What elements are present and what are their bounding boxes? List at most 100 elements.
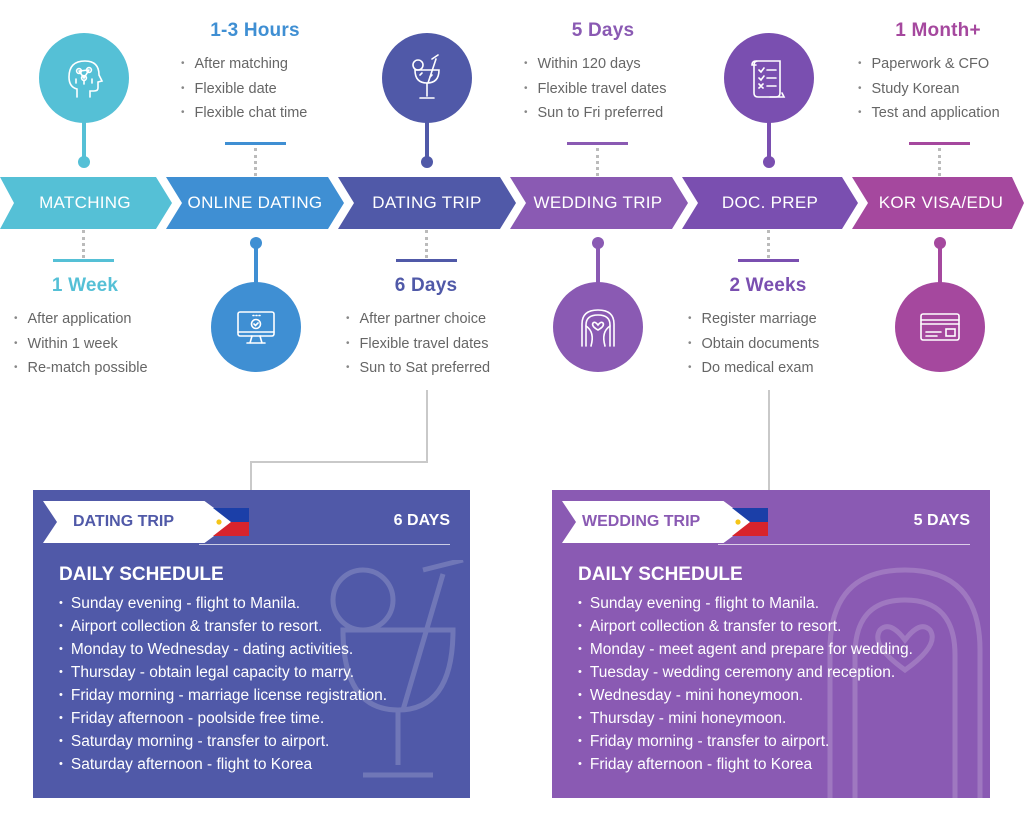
list-item: Wednesday - mini honeymoon. xyxy=(578,684,913,707)
list-item: Airport collection & transfer to resort. xyxy=(578,615,913,638)
wedding-trip-duration: 5 Days xyxy=(571,20,635,41)
list-item: After application xyxy=(14,307,170,332)
info-dating-trip: 6 Days After partner choice Flexible tra… xyxy=(340,275,512,381)
philippines-flag-icon xyxy=(732,508,768,536)
wedding-trip-tag: WEDDING TRIP xyxy=(562,501,752,543)
online-dating-duration: 1-3 Hours xyxy=(210,20,300,41)
dating-panel-connector-drop xyxy=(250,461,252,491)
wedding-trip-bullets: Within 120 days Flexible travel dates Su… xyxy=(518,52,688,126)
chevron-matching-shape xyxy=(0,177,172,229)
chevron-online-shape xyxy=(166,177,344,229)
matching-duration: 1 Week xyxy=(51,275,119,296)
checklist-document-icon xyxy=(751,60,786,98)
list-item: Flexible chat time xyxy=(181,101,335,126)
visa-edu-dotted-connector xyxy=(938,148,941,176)
matching-bullets: After application Within 1 week Re-match… xyxy=(0,307,170,381)
info-doc-prep: 2 Weeks Register marriage Obtain documen… xyxy=(682,275,854,381)
chevron-doc-shape xyxy=(682,177,858,229)
chevron-dating-trip-label: DATING TRIP xyxy=(372,193,482,212)
list-item: Paperwork & CFO xyxy=(858,52,1024,77)
dating-trip-panel: DATING TRIP 6 DAYS DAILY SCHEDULE Sunday… xyxy=(33,490,470,798)
info-online-dating: 1-3 Hours After matching Flexible date F… xyxy=(175,20,335,126)
id-card-icon xyxy=(920,313,960,341)
dating-trip-stem xyxy=(425,121,429,159)
doc-prep-stem xyxy=(767,121,771,159)
doc-prep-dot xyxy=(763,156,775,168)
chevron-online-dating-label: ONLINE DATING xyxy=(187,193,323,212)
list-item: Study Korean xyxy=(858,77,1024,102)
wedding-trip-dot xyxy=(592,237,604,249)
chevron-dating-trip: DATING TRIP xyxy=(352,177,502,229)
list-item: Test and application xyxy=(858,101,1024,126)
visa-edu-circle xyxy=(895,282,985,372)
dating-schedule-list: Sunday evening - flight to Manila. Airpo… xyxy=(59,592,387,776)
info-visa-edu: 1 Month+ Paperwork & CFO Study Korean Te… xyxy=(852,20,1024,126)
list-item: After matching xyxy=(181,52,335,77)
online-dating-stem xyxy=(254,244,258,284)
dating-trip-duration: 6 Days xyxy=(394,275,458,296)
list-item: Sunday evening - flight to Manila. xyxy=(59,592,387,615)
wedding-schedule-title: DAILY SCHEDULE xyxy=(578,564,743,585)
doc-prep-underline xyxy=(738,259,799,262)
list-item: Obtain documents xyxy=(688,332,854,357)
wedding-schedule-list: Sunday evening - flight to Manila. Airpo… xyxy=(578,592,913,776)
person-network-icon xyxy=(68,60,104,98)
dating-trip-days: 6 DAYS xyxy=(393,512,450,529)
online-dating-dot xyxy=(250,237,262,249)
list-item: Sun to Sat preferred xyxy=(346,356,512,381)
doc-prep-duration: 2 Weeks xyxy=(729,275,807,296)
list-item: Saturday afternoon - flight to Korea xyxy=(59,753,387,776)
online-dating-circle xyxy=(211,282,301,372)
doc-prep-bullets: Register marriage Obtain documents Do me… xyxy=(682,307,854,381)
dating-trip-circle xyxy=(382,33,472,123)
visa-edu-dot xyxy=(934,237,946,249)
process-chevron-bar xyxy=(0,177,1024,229)
wedding-trip-dotted-connector xyxy=(596,148,599,176)
list-item: Monday to Wednesday - dating activities. xyxy=(59,638,387,661)
list-item: Monday - meet agent and prepare for wedd… xyxy=(578,638,913,661)
dating-trip-underline xyxy=(396,259,457,262)
wedding-trip-stem xyxy=(596,244,600,284)
chevron-visa-edu-label: KOR VISA/EDU xyxy=(878,193,1004,212)
list-item: Flexible date xyxy=(181,77,335,102)
list-item: Flexible travel dates xyxy=(346,332,512,357)
dating-trip-divider xyxy=(199,544,450,545)
dating-panel-connector-vertical xyxy=(426,390,428,462)
chevron-visa-edu: KOR VISA/EDU xyxy=(866,177,1016,229)
dating-panel-connector-horizontal xyxy=(250,461,428,463)
wedding-arch-icon xyxy=(581,309,615,347)
matching-stem xyxy=(82,121,86,159)
dating-trip-tag: DATING TRIP xyxy=(43,501,233,543)
dating-trip-dot xyxy=(421,156,433,168)
chevron-wedding-shape xyxy=(510,177,688,229)
visa-edu-stem xyxy=(938,244,942,284)
list-item: Friday afternoon - poolside free time. xyxy=(59,707,387,730)
list-item: Re-match possible xyxy=(14,356,170,381)
cocktail-icon xyxy=(412,54,440,99)
matching-circle xyxy=(39,33,129,123)
chevron-doc-prep: DOC. PREP xyxy=(696,177,844,229)
matching-dotted-connector xyxy=(82,230,85,258)
dating-schedule-title: DAILY SCHEDULE xyxy=(59,564,224,585)
matching-dot xyxy=(78,156,90,168)
list-item: Saturday morning - transfer to airport. xyxy=(59,730,387,753)
chevron-visa-shape xyxy=(852,177,1024,229)
wedding-trip-days: 5 DAYS xyxy=(913,512,970,529)
chevron-wedding-trip: WEDDING TRIP xyxy=(522,177,674,229)
list-item: Friday afternoon - flight to Korea xyxy=(578,753,913,776)
chevron-doc-prep-label: DOC. PREP xyxy=(721,193,819,212)
online-dating-underline xyxy=(225,142,286,145)
doc-prep-circle xyxy=(724,33,814,123)
list-item: Airport collection & transfer to resort. xyxy=(59,615,387,638)
doc-prep-dotted-connector xyxy=(767,230,770,258)
list-item: Thursday - obtain legal capacity to marr… xyxy=(59,661,387,684)
philippines-flag-icon xyxy=(213,508,249,536)
visa-edu-duration: 1 Month+ xyxy=(895,20,981,41)
info-matching: 1 Week After application Within 1 week R… xyxy=(0,275,170,381)
list-item: Tuesday - wedding ceremony and reception… xyxy=(578,661,913,684)
chevron-dating-shape xyxy=(338,177,516,229)
list-item: Register marriage xyxy=(688,307,854,332)
monitor-icon xyxy=(237,311,275,344)
visa-edu-bullets: Paperwork & CFO Study Korean Test and ap… xyxy=(852,52,1024,126)
online-dating-dotted-connector xyxy=(254,148,257,176)
